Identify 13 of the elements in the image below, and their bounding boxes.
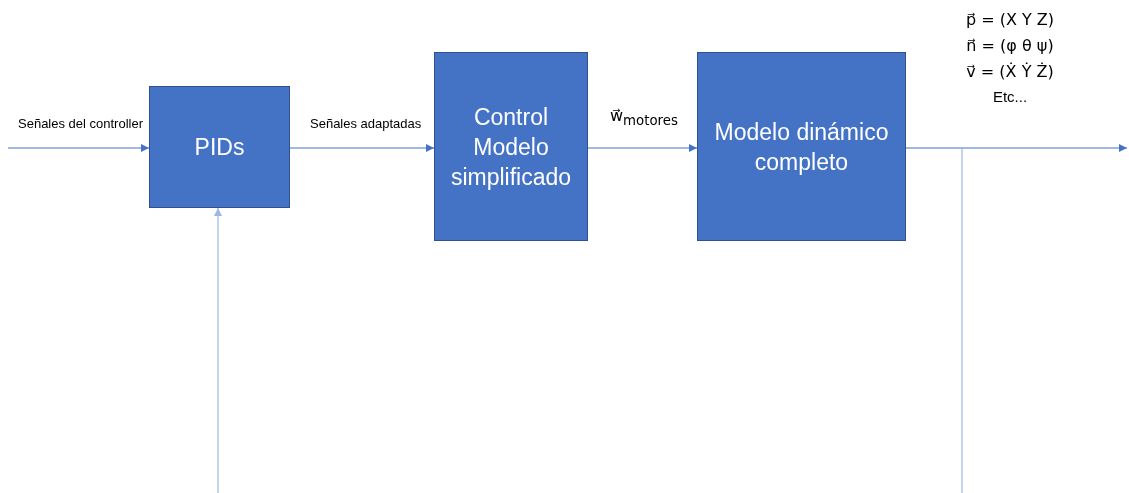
- edge-label: Señales adaptadas: [310, 116, 422, 131]
- arrow: [7, 144, 150, 152]
- edge-label: Señales del controller: [18, 116, 144, 131]
- process-box: Modelo dinámico completo: [697, 52, 906, 241]
- arrow: [289, 144, 435, 152]
- formula-text: n⃗ = (φ θ ψ): [966, 36, 1054, 55]
- arrow: [214, 207, 222, 493]
- process-box: Control Modelo simplificado: [434, 52, 588, 241]
- formula-text: p⃗ = (X Y Z): [965, 10, 1055, 29]
- arrow: [587, 144, 698, 152]
- note-text: Etc...: [992, 88, 1028, 105]
- process-box: PIDs: [149, 86, 290, 208]
- formula-text: v⃗ = (Ẋ Ẏ Ż): [966, 62, 1054, 81]
